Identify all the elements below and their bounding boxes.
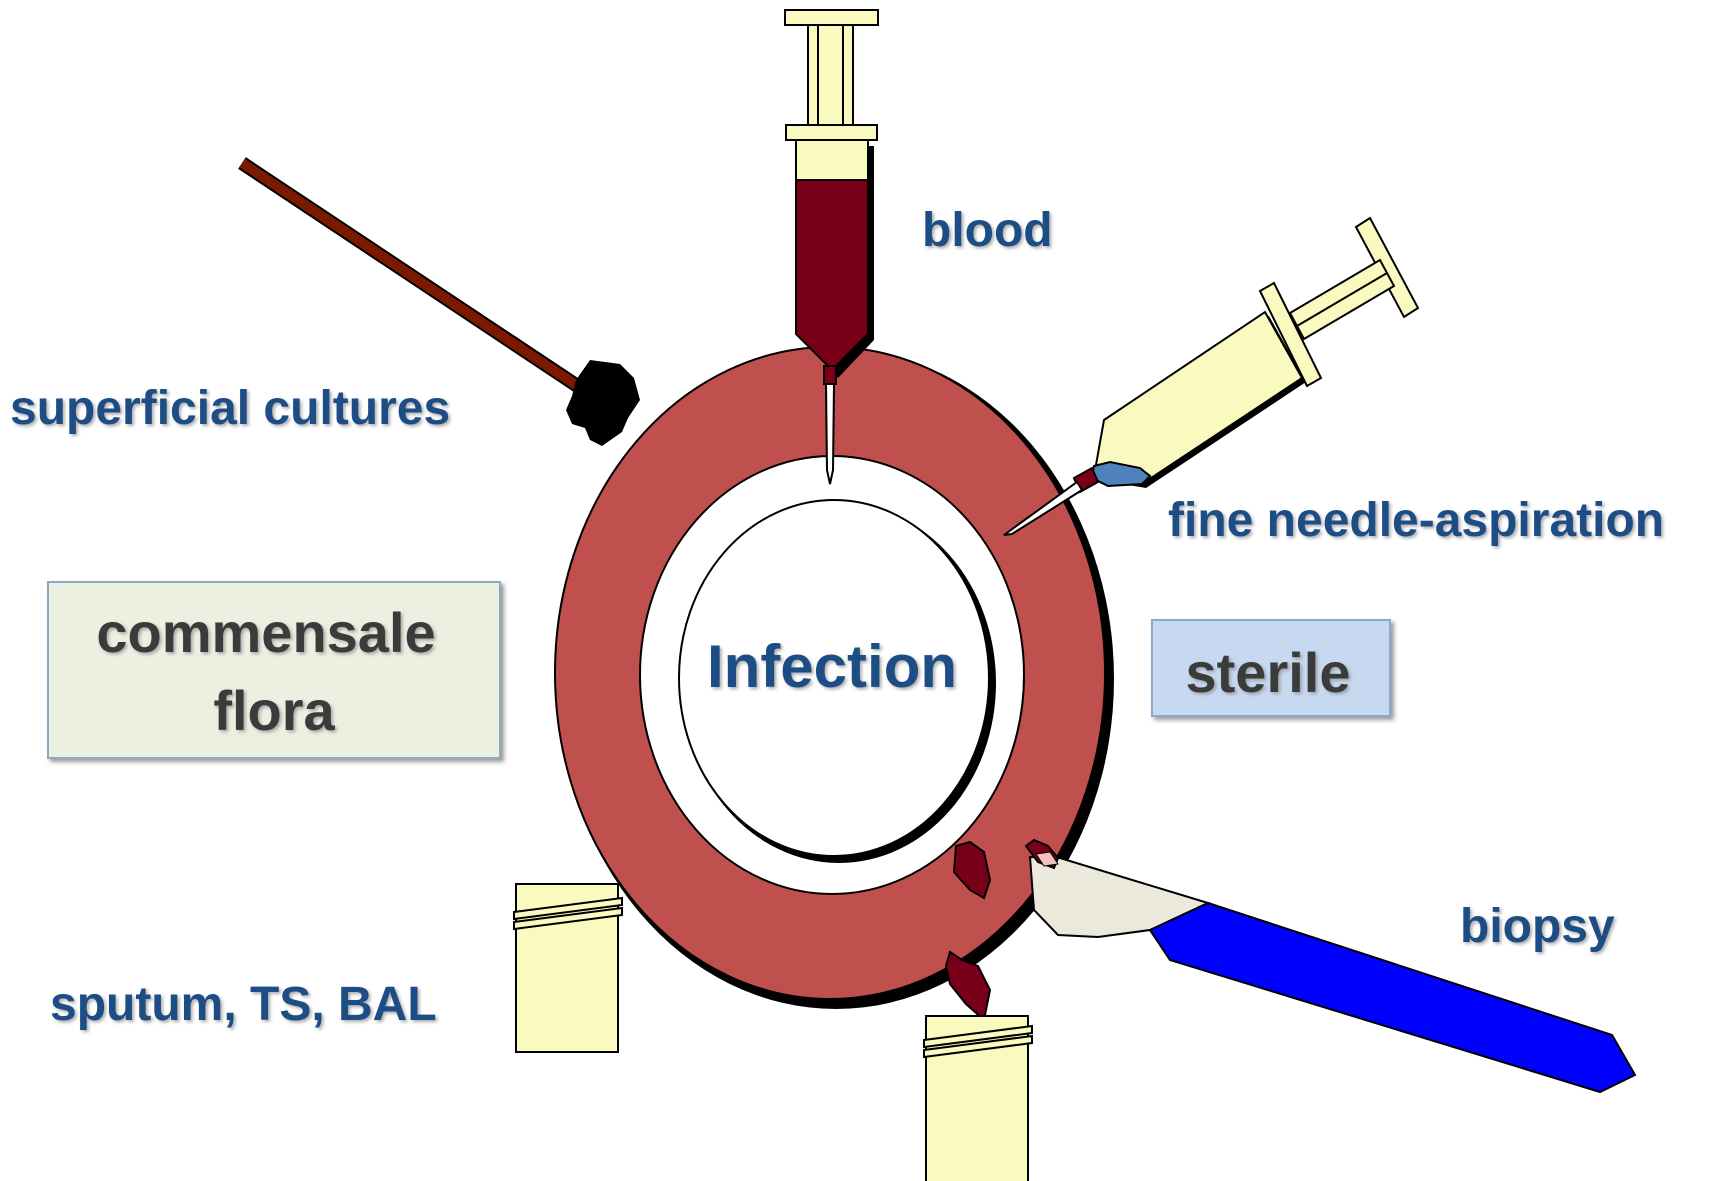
blood-label: blood	[922, 204, 1053, 257]
biopsy-instrument-icon	[1026, 840, 1635, 1092]
fna-syringe-icon	[1004, 218, 1418, 535]
biopsy-label: biopsy	[1460, 900, 1615, 953]
commensal-label-line2: flora	[213, 679, 335, 742]
commensal-flora-box: commensale flora	[48, 582, 500, 758]
commensal-label-line1: commensale	[96, 601, 435, 664]
sample-container-icon	[514, 884, 622, 1052]
superficial-cultures-label: superficial cultures	[10, 382, 450, 435]
sterile-box: sterile	[1152, 620, 1390, 716]
sample-container-icon	[924, 1016, 1032, 1181]
sterile-label: sterile	[1186, 641, 1351, 704]
tissue-fragment-icon	[946, 952, 990, 1020]
infection-label: Infection	[707, 633, 957, 700]
fine-needle-aspiration-label: fine needle-aspiration	[1168, 494, 1664, 547]
sputum-ts-bal-label: sputum, TS, BAL	[50, 978, 437, 1031]
